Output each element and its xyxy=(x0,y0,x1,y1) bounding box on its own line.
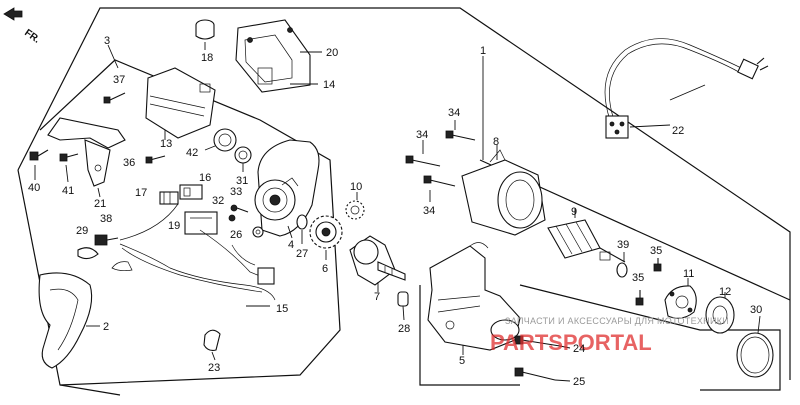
callout-40: 40 xyxy=(28,182,40,194)
watermark-logo: PARTSPORTAL xyxy=(490,330,652,355)
callout-13: 13 xyxy=(160,138,172,150)
callout-10: 10 xyxy=(350,181,362,193)
callout-19: 19 xyxy=(168,220,180,232)
regulator-box xyxy=(235,19,311,93)
callout-16: 16 xyxy=(199,172,211,184)
callout-39: 39 xyxy=(617,239,629,251)
plug-38 xyxy=(94,234,119,246)
gear-10 xyxy=(345,200,365,220)
wire-harness xyxy=(111,203,276,301)
callout-6: 6 xyxy=(322,263,328,275)
callout-35-lower: 35 xyxy=(632,272,644,284)
callout-4: 4 xyxy=(288,239,294,251)
direction-label: FR. xyxy=(22,27,42,45)
callout-37: 37 xyxy=(113,74,125,86)
bracket-part xyxy=(47,117,126,187)
end-cover xyxy=(254,139,320,237)
ignition-unit xyxy=(145,67,216,139)
callout-28: 28 xyxy=(398,323,410,335)
callout-labels: 1 2 3 4 5 6 7 8 9 10 11 12 13 14 15 16 1… xyxy=(28,35,762,388)
bearing-42 xyxy=(213,128,237,152)
callout-18: 18 xyxy=(201,52,213,64)
callout-32: 32 xyxy=(212,195,224,207)
callout-34-mid: 34 xyxy=(416,129,428,141)
callout-23: 23 xyxy=(208,362,220,374)
assembly-frames xyxy=(17,7,791,396)
plate-12 xyxy=(705,296,735,334)
gear-6 xyxy=(309,215,343,249)
callout-5: 5 xyxy=(459,355,465,367)
callout-3: 3 xyxy=(104,35,110,47)
bolt-25 xyxy=(514,367,556,381)
callout-9: 9 xyxy=(571,206,577,218)
callout-34-top: 34 xyxy=(448,107,460,119)
side-cover xyxy=(38,272,93,369)
callout-42: 42 xyxy=(186,147,198,159)
bolt-24 xyxy=(514,335,561,347)
direction-arrow-icon xyxy=(3,7,23,21)
callout-38: 38 xyxy=(100,213,112,225)
clamp-23 xyxy=(203,329,221,351)
callout-41: 41 xyxy=(62,185,74,197)
starter-housing xyxy=(427,242,521,351)
callout-8: 8 xyxy=(493,136,499,148)
watermark-caption: ЗАПЧАСТИ И АКСЕССУАРЫ ДЛЯ МОТОТЕХНИКИ xyxy=(505,316,729,326)
power-cord xyxy=(604,38,769,139)
cap-part xyxy=(195,19,215,40)
pin-28 xyxy=(397,291,409,307)
callout-21: 21 xyxy=(94,198,106,210)
drive-assembly-7 xyxy=(349,235,406,286)
callout-29: 29 xyxy=(76,225,88,237)
callout-26: 26 xyxy=(230,229,242,241)
switch-19 xyxy=(184,211,218,235)
clip-29 xyxy=(77,247,99,260)
screw-35-lower xyxy=(635,290,644,306)
bearing-31 xyxy=(234,146,252,164)
screw-35-upper xyxy=(653,258,662,272)
callout-11: 11 xyxy=(683,268,694,280)
connector-16 xyxy=(179,184,203,200)
washer-26 xyxy=(252,226,264,238)
bolt-37 xyxy=(103,92,126,104)
callout-33: 33 xyxy=(230,186,242,198)
bolt-36 xyxy=(145,155,166,164)
screw-32 xyxy=(228,214,236,222)
callout-24: 24 xyxy=(573,343,585,355)
screw-33 xyxy=(230,204,249,213)
brush-holder-11 xyxy=(664,285,697,319)
oring-30 xyxy=(736,332,774,378)
callout-34-low: 34 xyxy=(423,205,435,217)
callout-15: 15 xyxy=(276,303,288,315)
motor-yoke xyxy=(461,149,546,236)
ring-39 xyxy=(616,262,628,278)
callout-2: 2 xyxy=(103,321,109,333)
bolt-34-top xyxy=(445,130,476,141)
bolt-41 xyxy=(59,153,79,162)
bolt-34-mid xyxy=(405,155,441,167)
callout-14: 14 xyxy=(323,79,335,91)
connector-17 xyxy=(159,191,179,205)
callout-25: 25 xyxy=(573,376,585,388)
callout-30: 30 xyxy=(750,304,762,316)
callout-22: 22 xyxy=(672,125,684,137)
callout-20: 20 xyxy=(326,47,338,59)
armature xyxy=(547,219,626,263)
callout-1: 1 xyxy=(480,45,486,57)
callout-17: 17 xyxy=(135,187,147,199)
callout-12: 12 xyxy=(719,286,731,298)
bolt-40 xyxy=(29,149,49,161)
washer-27 xyxy=(296,214,308,230)
callout-27: 27 xyxy=(296,248,308,260)
callout-36: 36 xyxy=(123,157,135,169)
callout-31: 31 xyxy=(236,175,248,187)
bolt-34-low xyxy=(423,175,456,187)
callout-7: 7 xyxy=(374,291,380,303)
leader-3 xyxy=(107,44,119,69)
callout-35-upper: 35 xyxy=(650,245,662,257)
